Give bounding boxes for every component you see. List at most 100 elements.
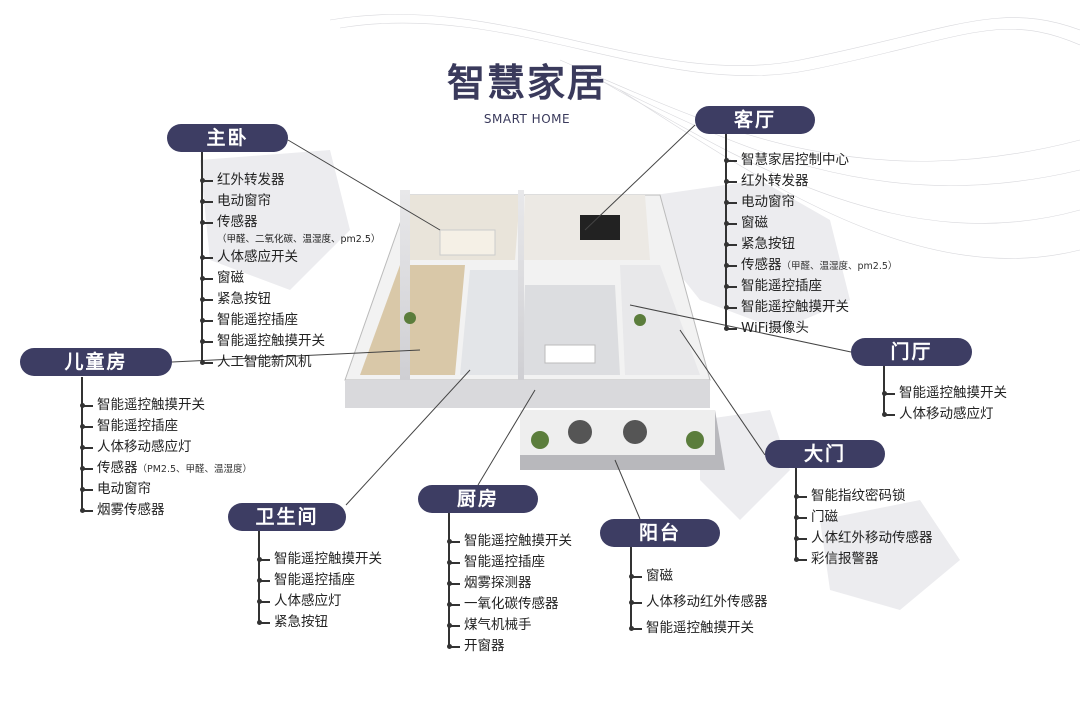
device-label: 智能遥控插座 — [464, 554, 545, 570]
device-item: 窗磁 — [629, 566, 768, 592]
device-label: 智能遥控触摸开关 — [899, 385, 1007, 401]
house-3d-floorplan — [344, 190, 725, 470]
device-list: 智能遥控触摸开关智能遥控插座人体感应灯紧急按钮 — [257, 549, 382, 633]
device-label: （甲醛、二氧化碳、温湿度、pm2.5） — [217, 234, 381, 245]
device-label: 电动窗帘 — [97, 481, 151, 497]
room-label: 主卧 — [167, 124, 288, 152]
device-item: 窗磁 — [723, 213, 897, 234]
tree-line — [448, 513, 450, 647]
device-label: 红外转发器 — [741, 173, 809, 189]
device-item: 传感器（PM2.5、甲醛、温湿度） — [79, 458, 253, 479]
device-label: 人体红外移动传感器 — [811, 530, 933, 546]
device-label: 窗磁 — [646, 568, 673, 584]
device-item: 智能遥控插座 — [79, 416, 252, 437]
device-label: 智能遥控触摸开关 — [646, 620, 754, 636]
sensor-note: （甲醛、温湿度、pm2.5） — [781, 261, 898, 272]
device-item: 窗磁 — [199, 268, 380, 289]
device-item: WiFi摄像头 — [723, 318, 897, 339]
device-label: 智能指纹密码锁 — [811, 488, 906, 504]
device-item: 人体移动感应灯 — [79, 437, 252, 458]
device-label: 电动窗帘 — [741, 194, 795, 210]
device-label: WiFi摄像头 — [741, 320, 809, 336]
room-label: 客厅 — [695, 106, 815, 134]
tree-line — [725, 134, 727, 329]
device-label: 煤气机械手 — [464, 617, 532, 633]
tree-line — [883, 366, 885, 415]
device-label: 人体移动感应灯 — [899, 406, 994, 422]
device-list: 智能遥控触摸开关人体移动感应灯 — [882, 383, 1007, 425]
device-item: 紧急按钮 — [257, 612, 382, 633]
tree-line — [630, 547, 632, 629]
device-list: 窗磁人体移动红外传感器智能遥控触摸开关 — [629, 566, 768, 644]
device-list: 智能指纹密码锁门磁人体红外移动传感器彩信报警器 — [794, 486, 933, 570]
device-item: 紧急按钮 — [199, 289, 380, 310]
leader-lines — [171, 124, 852, 520]
device-label: 智能遥控插座 — [97, 418, 178, 434]
device-item: 智能遥控触摸开关 — [629, 618, 768, 644]
device-label: 门磁 — [811, 509, 838, 525]
tree-line — [81, 377, 83, 510]
room-label: 阳台 — [600, 519, 720, 547]
device-list: 智能遥控触摸开关智能遥控插座人体移动感应灯传感器（PM2.5、甲醛、温湿度）电动… — [79, 395, 253, 521]
device-item: 烟雾探测器 — [447, 573, 572, 594]
tree-line — [258, 531, 260, 622]
device-label: 开窗器 — [464, 638, 505, 654]
device-item: 智能遥控插座 — [723, 276, 897, 297]
decorative-waves — [329, 14, 1080, 259]
device-item: 一氧化碳传感器 — [447, 594, 572, 615]
device-label: 智能遥控插座 — [274, 572, 355, 588]
page-subtitle: SMART HOME — [483, 112, 571, 126]
device-item: 电动窗帘 — [79, 479, 252, 500]
device-item: 传感器 — [199, 212, 380, 233]
device-label: 人体感应灯 — [274, 593, 342, 609]
device-label: 智能遥控插座 — [217, 312, 298, 328]
device-item: 人工智能新风机 — [199, 352, 380, 373]
device-label: 人工智能新风机 — [217, 354, 312, 370]
device-label: 彩信报警器 — [811, 551, 879, 567]
device-item: 智能遥控插座 — [199, 310, 380, 331]
device-label: 智能遥控触摸开关 — [97, 397, 205, 413]
page-title: 智慧家居 — [446, 61, 607, 105]
device-label: 红外转发器 — [217, 172, 285, 188]
device-label: 一氧化碳传感器 — [464, 596, 559, 612]
device-label: 紧急按钮 — [741, 236, 795, 252]
device-item: 智能遥控插座 — [447, 552, 572, 573]
device-label: 传感器 — [97, 460, 138, 476]
device-item: 人体移动感应灯 — [882, 404, 1007, 425]
device-label: 人体移动红外传感器 — [646, 594, 768, 610]
tree-line — [795, 468, 797, 559]
room-label: 门厅 — [851, 338, 972, 366]
device-label: 烟雾探测器 — [464, 575, 532, 591]
device-label: 智能遥控插座 — [741, 278, 822, 294]
device-item: 彩信报警器 — [794, 549, 933, 570]
device-item: 煤气机械手 — [447, 615, 572, 636]
device-item: 智慧家居控制中心 — [723, 150, 897, 171]
device-label: 智能遥控触摸开关 — [217, 333, 325, 349]
world-map-shapes — [200, 150, 960, 610]
device-item: 人体红外移动传感器 — [794, 528, 933, 549]
device-label: 窗磁 — [741, 215, 768, 231]
device-item: 门磁 — [794, 507, 933, 528]
device-label: 紧急按钮 — [274, 614, 328, 630]
device-label: 人体感应开关 — [217, 249, 298, 265]
device-list: 智慧家居控制中心红外转发器电动窗帘窗磁紧急按钮传感器（甲醛、温湿度、pm2.5）… — [723, 150, 898, 339]
device-item: 电动窗帘 — [723, 192, 897, 213]
device-list: 红外转发器电动窗帘传感器（甲醛、二氧化碳、温湿度、pm2.5） 人体感应开关窗磁紧… — [199, 170, 381, 373]
device-label: 智能遥控触摸开关 — [741, 299, 849, 315]
device-item: 电动窗帘 — [199, 191, 380, 212]
room-label: 厨房 — [418, 485, 538, 513]
device-label: 智能遥控触摸开关 — [464, 533, 572, 549]
device-label: 烟雾传感器 — [97, 502, 165, 518]
device-item: 智能指纹密码锁 — [794, 486, 933, 507]
device-item: 智能遥控触摸开关 — [447, 531, 572, 552]
device-list: 智能遥控触摸开关智能遥控插座烟雾探测器一氧化碳传感器煤气机械手开窗器 — [447, 531, 572, 657]
device-item: 红外转发器 — [723, 171, 897, 192]
device-label: 智能遥控触摸开关 — [274, 551, 382, 567]
device-label: 紧急按钮 — [217, 291, 271, 307]
device-item: 智能遥控触摸开关 — [882, 383, 1007, 404]
device-item: 烟雾传感器 — [79, 500, 252, 521]
device-label: 人体移动感应灯 — [97, 439, 192, 455]
device-item: 人体感应开关 — [199, 247, 380, 268]
sensor-note: （PM2.5、甲醛、温湿度） — [137, 464, 253, 475]
